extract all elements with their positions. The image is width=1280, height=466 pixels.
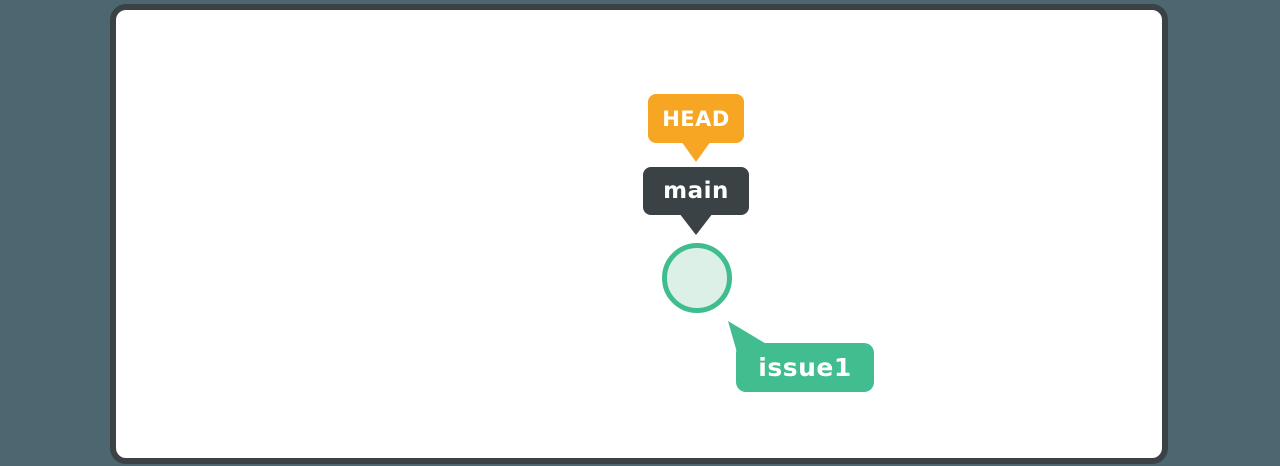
- diagram-panel: HEAD main issue1: [110, 4, 1168, 464]
- commit-node: [662, 243, 732, 313]
- main-branch-label-tail: [679, 213, 713, 235]
- issue1-branch-label-text: issue1: [758, 353, 852, 382]
- main-branch-label: main: [643, 167, 749, 235]
- head-label-tail: [681, 141, 711, 162]
- main-branch-label-text: main: [663, 178, 729, 204]
- issue1-branch-label: issue1: [736, 343, 874, 392]
- head-label: HEAD: [648, 94, 744, 162]
- head-label-text: HEAD: [662, 106, 730, 131]
